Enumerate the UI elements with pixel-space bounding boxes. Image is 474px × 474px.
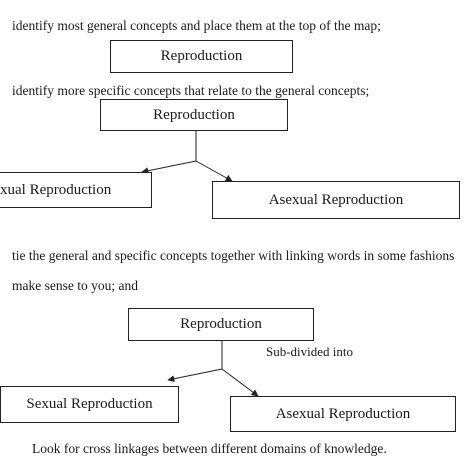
diagram2-connector <box>141 130 233 182</box>
diagram3-general-concept-box: Reproduction <box>128 308 314 341</box>
diagram2-sexual-reproduction-label: Sexual Reproduction <box>0 181 112 198</box>
instruction-step-2: identify more specific concepts that rel… <box>12 83 370 98</box>
instruction-step-4: Look for cross linkages between differen… <box>32 441 387 456</box>
diagram3-linking-word: Sub-divided into <box>266 344 354 359</box>
diagram2-asexual-reproduction-label: Asexual Reproduction <box>268 191 404 208</box>
diagram2-general-concept-box: Reproduction <box>100 99 288 131</box>
diagram3-connector <box>167 340 259 397</box>
diagram1-general-concept-label: Reproduction <box>160 48 243 64</box>
instruction-step-3-line-2: make sense to you; and <box>12 278 138 293</box>
diagram2-sexual-reproduction-box: Sexual Reproduction <box>0 172 152 208</box>
diagram3-sexual-reproduction-label: Sexual Reproduction <box>26 396 153 412</box>
diagram3-asexual-reproduction-label: Asexual Reproduction <box>275 405 411 422</box>
diagram2-general-concept-label: Reproduction <box>153 106 235 123</box>
diagram3-general-concept-label: Reproduction <box>180 316 262 332</box>
instruction-step-1: identify most general concepts and place… <box>12 18 381 33</box>
diagram2-asexual-reproduction-box: Asexual Reproduction <box>212 181 460 219</box>
diagram3-asexual-reproduction-box: Asexual Reproduction <box>230 396 456 432</box>
diagram1-general-concept-box: Reproduction <box>110 40 293 73</box>
instruction-step-3-line-1: tie the general and specific concepts to… <box>12 248 455 263</box>
diagram3-sexual-reproduction-box: Sexual Reproduction <box>0 386 179 423</box>
